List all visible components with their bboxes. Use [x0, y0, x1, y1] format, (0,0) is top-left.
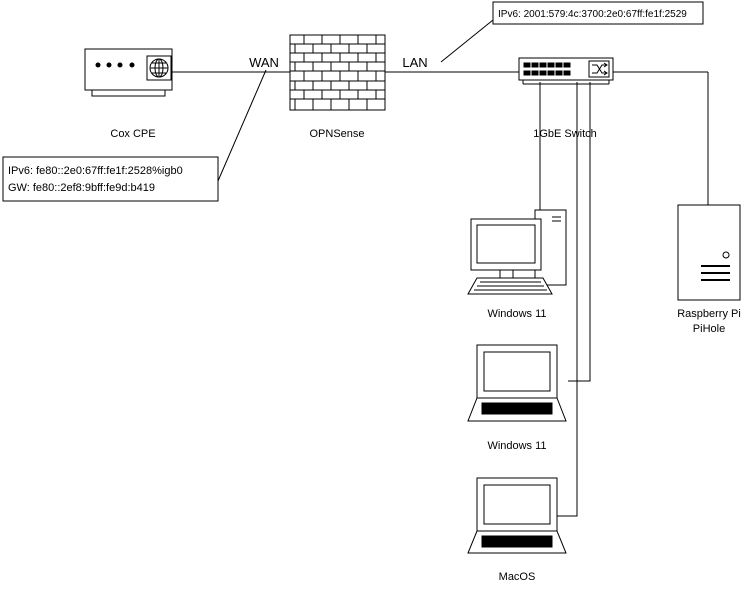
switch-node[interactable]: 1GbE Switch: [518, 57, 614, 140]
switch-label: 1GbE Switch: [533, 128, 597, 140]
callout-lan-leader: [440, 19, 494, 63]
wan-callout: IPv6: fe80::2e0:67ff:fe1f:2528%igb0 GW: …: [2, 156, 219, 202]
link-switch-laptop1: [568, 82, 591, 382]
wan-callout-box: [2, 156, 219, 202]
laptop2-label: MacOS: [499, 571, 536, 583]
cpe-node[interactable]: Cox CPE: [84, 48, 173, 140]
server-tower-icon: [677, 204, 741, 301]
callout-wan-leader: [217, 69, 267, 182]
lan-callout-box: [492, 1, 704, 25]
modem-icon: [84, 48, 173, 97]
server-node[interactable]: Raspberry Pi PiHole: [677, 204, 741, 335]
link-switch-laptop2: [557, 82, 578, 517]
laptop1-label: Windows 11: [487, 440, 546, 452]
lan-callout-ipv6: IPv6: 2001:579:4c:3700:2e0:67ff:fe1f:252…: [498, 9, 687, 20]
desktop-computer-icon: [467, 209, 567, 295]
firewall-node[interactable]: OPNSense: [289, 34, 386, 140]
lan-link-label: LAN: [402, 55, 427, 70]
cpe-label: Cox CPE: [110, 128, 155, 140]
desktop-node[interactable]: Windows 11: [467, 209, 567, 320]
laptop2-node[interactable]: MacOS: [467, 477, 567, 583]
desktop-label: Windows 11: [487, 308, 546, 320]
server-label-line2: PiHole: [693, 323, 725, 335]
laptop1-node[interactable]: Windows 11: [467, 344, 567, 452]
lan-callout: IPv6: 2001:579:4c:3700:2e0:67ff:fe1f:252…: [492, 1, 704, 25]
wan-callout-ipv6: IPv6: fe80::2e0:67ff:fe1f:2528%igb0: [8, 165, 183, 177]
wan-callout-gateway: GW: fe80::2ef8:9bff:fe9d:b419: [8, 182, 155, 194]
laptop-icon: [467, 477, 567, 554]
firewall-icon: [289, 34, 386, 111]
wan-link-label: WAN: [249, 55, 279, 70]
connection-lines: [172, 19, 709, 517]
switch-icon: [518, 57, 614, 85]
firewall-label: OPNSense: [309, 128, 364, 140]
server-label-line1: Raspberry Pi: [677, 308, 741, 320]
laptop-icon: [467, 344, 567, 422]
